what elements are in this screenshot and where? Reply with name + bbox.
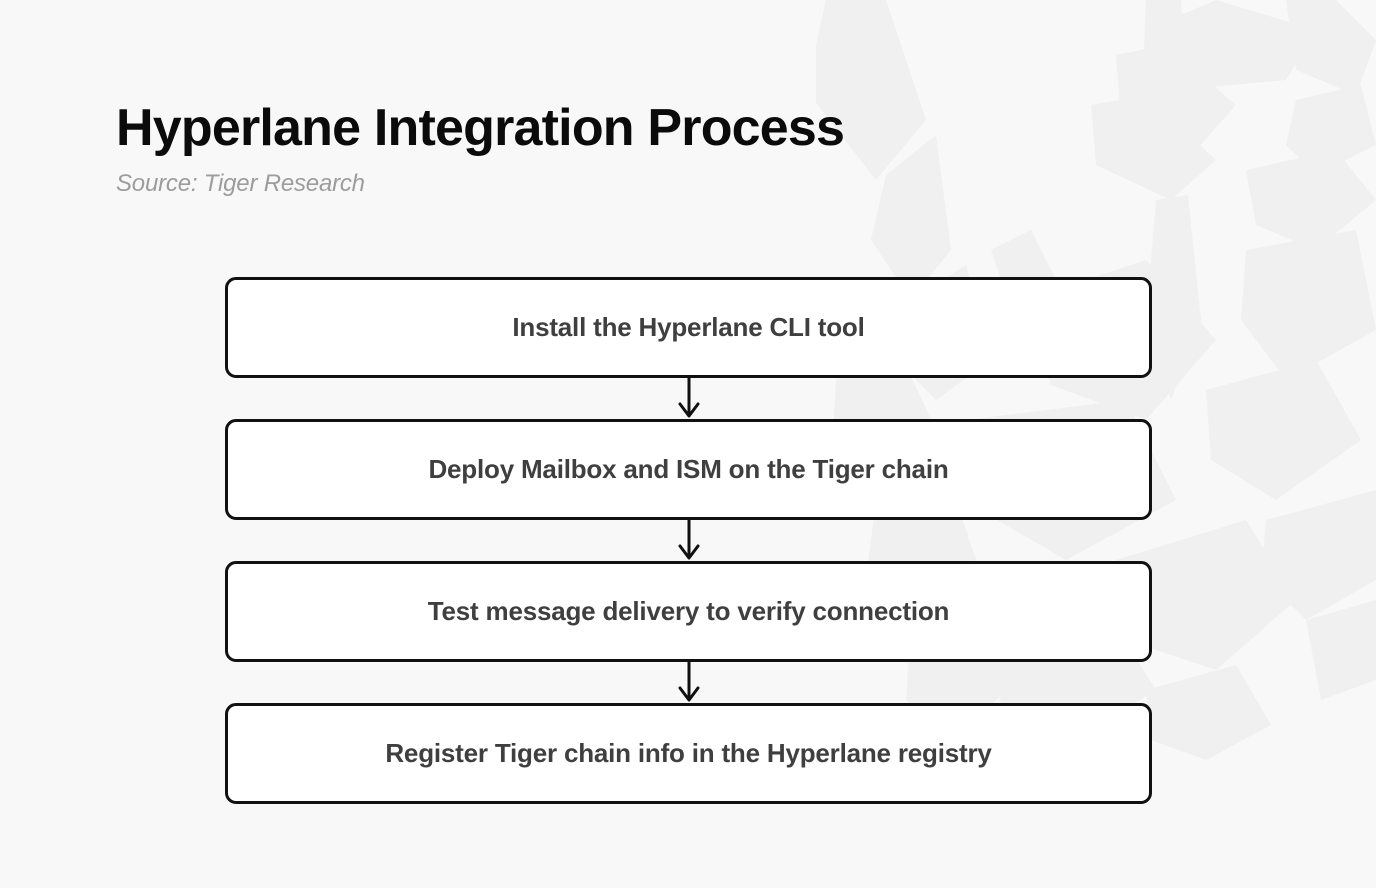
flow-node-label: Test message delivery to verify connecti… (427, 596, 950, 626)
header: Hyperlane Integration Process Source: Ti… (116, 99, 845, 198)
flow-connector-3-to-4 (225, 662, 1152, 703)
flow-node-step-4[interactable]: Register Tiger chain info in the Hyperla… (225, 703, 1152, 804)
flow-node-label: Register Tiger chain info in the Hyperla… (385, 738, 992, 768)
flow-node-step-1[interactable]: Install the Hyperlane CLI tool (225, 277, 1152, 378)
flow-connector-1-to-2 (225, 378, 1152, 419)
flow-node-label: Deploy Mailbox and ISM on the Tiger chai… (428, 454, 949, 484)
flow-connector-2-to-3 (225, 520, 1152, 561)
flow-node-step-3[interactable]: Test message delivery to verify connecti… (225, 561, 1152, 662)
flow-node-label: Install the Hyperlane CLI tool (512, 312, 865, 342)
source-attribution: Source: Tiger Research (116, 170, 365, 198)
arrow-down-icon (678, 662, 699, 702)
page-title: Hyperlane Integration Process (116, 99, 845, 157)
arrow-down-icon (678, 520, 699, 560)
flow-node-step-2[interactable]: Deploy Mailbox and ISM on the Tiger chai… (225, 419, 1152, 520)
arrow-down-icon (678, 378, 699, 418)
flowchart: Install the Hyperlane CLI tool Deploy Ma… (225, 277, 1152, 804)
